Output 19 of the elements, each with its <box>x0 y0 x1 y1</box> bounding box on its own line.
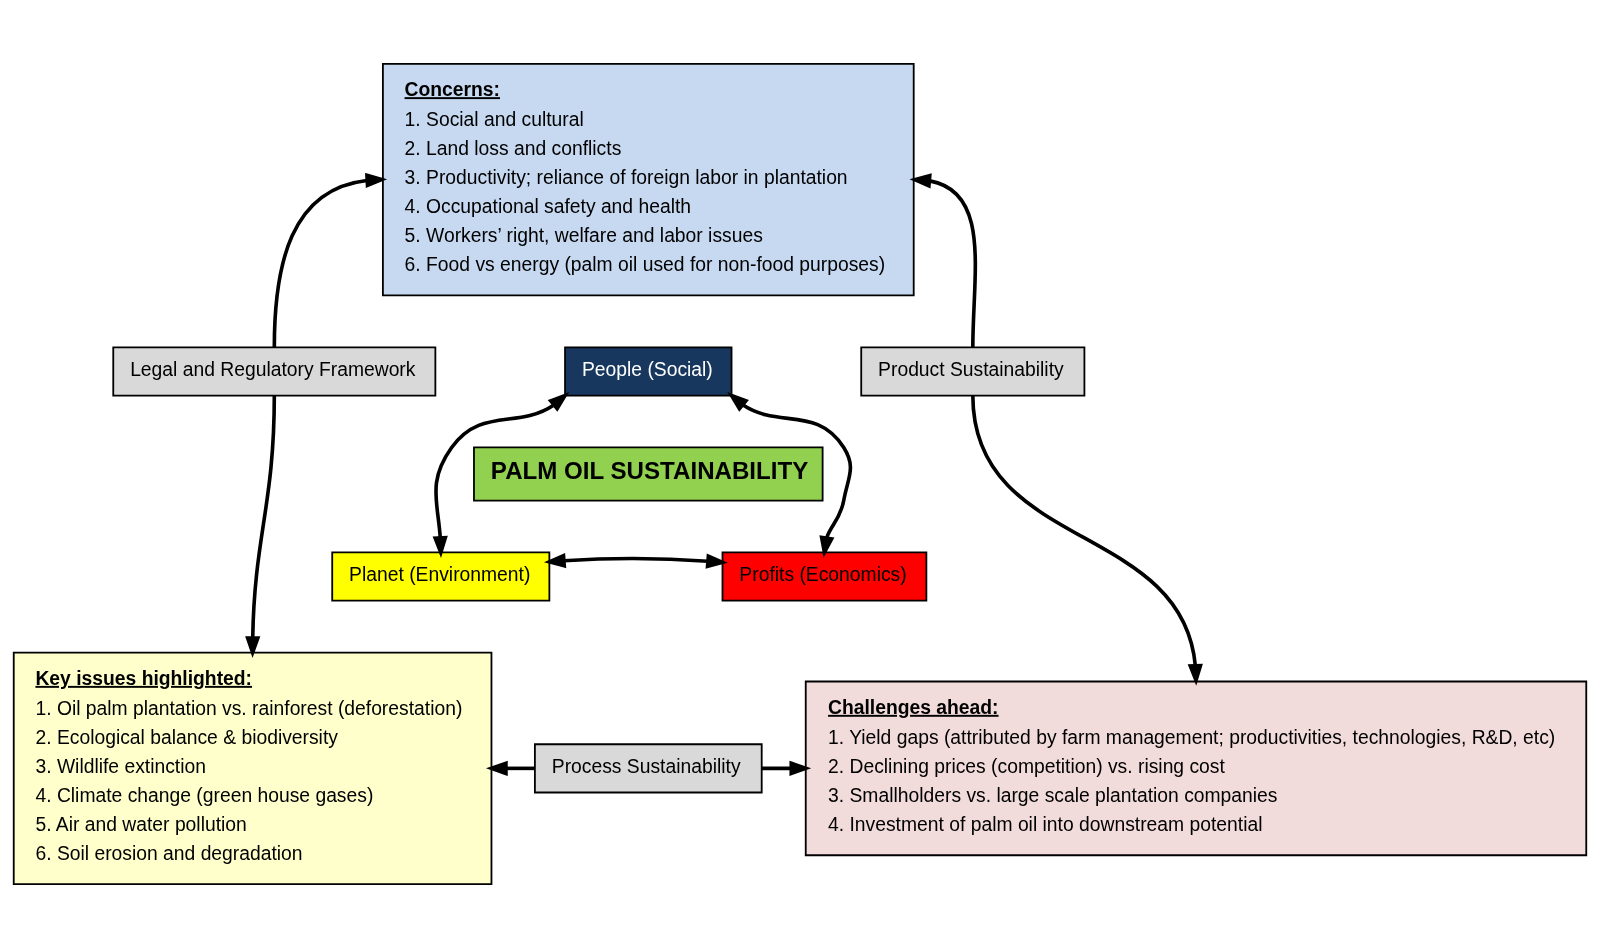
arrow <box>543 552 728 569</box>
arrow <box>432 391 570 558</box>
node-box: Product Sustainability <box>860 345 1086 396</box>
node-box: Legal and Regulatory Framework <box>112 345 437 396</box>
arrow <box>245 395 277 658</box>
node-box: PALM OIL SUSTAINABILITY <box>473 446 824 501</box>
node-box: Process Sustainability <box>534 742 763 793</box>
arrow <box>486 760 535 776</box>
arrow <box>761 760 812 776</box>
node-box: Challenges ahead: 1. Yield gaps (attributed by farm management; productivities, technologies, R&D, etc) 2. Declining prices (competition) vs. rising cost 3. Smallholders vs. large scale plantation companies 4. Investment of palm oil into downstream potential <box>804 680 1588 856</box>
node-box: Key issues highlighted: 1. Oil palm plantation vs. rainforest (deforestation) 2. Ecological balance & biodiversity 3. Wildlife extinction 4. Climate change (green house gases) 5. Air and water pollution 6. Soil erosion and degradation <box>12 651 493 885</box>
arrow <box>272 172 388 347</box>
node-box: Concerns: 1. Social and cultural 2. Land loss and conflicts 3. Productivity; reliance of foreign labor in plantation 4. Occupational safety and health 5. Workers’ right, welfare and labor issues 6. Food vs energy (palm oil used for non-food purposes) <box>382 62 915 296</box>
node-box: People (Social) <box>564 345 733 396</box>
arrow <box>909 172 978 347</box>
arrow <box>727 391 853 558</box>
node-box: Profits (Economics) <box>721 551 928 602</box>
node-box: Planet (Environment) <box>331 551 551 602</box>
arrow <box>971 394 1203 686</box>
